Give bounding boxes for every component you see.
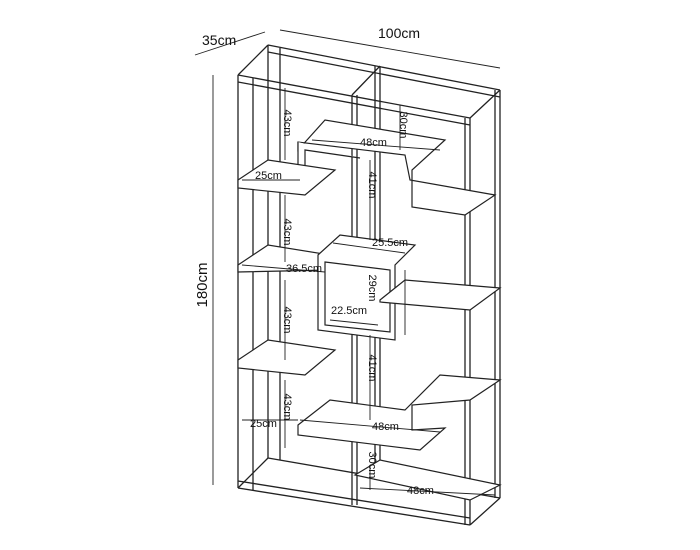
lower-center-gap-label: 41cm xyxy=(366,355,378,382)
dimension-labels: 35cm 100cm 180cm 43cm 43cm 43cm 43cm 30c… xyxy=(194,25,434,497)
upper-left-shelf-label: 25cm xyxy=(255,170,282,182)
shelves xyxy=(237,119,502,501)
top-shelf-width-label: 48cm xyxy=(360,137,387,149)
box-inner-width-label: 22.5cm xyxy=(331,305,367,317)
height-label: 180cm xyxy=(194,262,211,307)
left-gap-1-label: 43cm xyxy=(281,110,293,137)
lower-left-shelf-label: 25cm xyxy=(250,418,277,430)
depth-label: 35cm xyxy=(202,32,236,48)
box-top-width-label: 25.5cm xyxy=(372,237,408,249)
left-gap-3-label: 43cm xyxy=(281,307,293,334)
bottom-shelf-width-label: 48cm xyxy=(407,485,434,497)
left-gap-4-label: 43cm xyxy=(281,394,293,421)
bottom-gap-label: 30cm xyxy=(366,452,378,479)
middle-low-shelf-width-label: 48cm xyxy=(372,421,399,433)
left-mid-shelf-label: 36.5cm xyxy=(286,263,322,275)
box-height-label: 29cm xyxy=(366,275,378,302)
top-gap-label: 30cm xyxy=(397,112,409,139)
width-label: 100cm xyxy=(378,25,420,41)
dimension-lines xyxy=(194,29,501,496)
upper-center-gap-label: 41cm xyxy=(366,172,378,199)
left-gap-2-label: 43cm xyxy=(281,219,293,246)
